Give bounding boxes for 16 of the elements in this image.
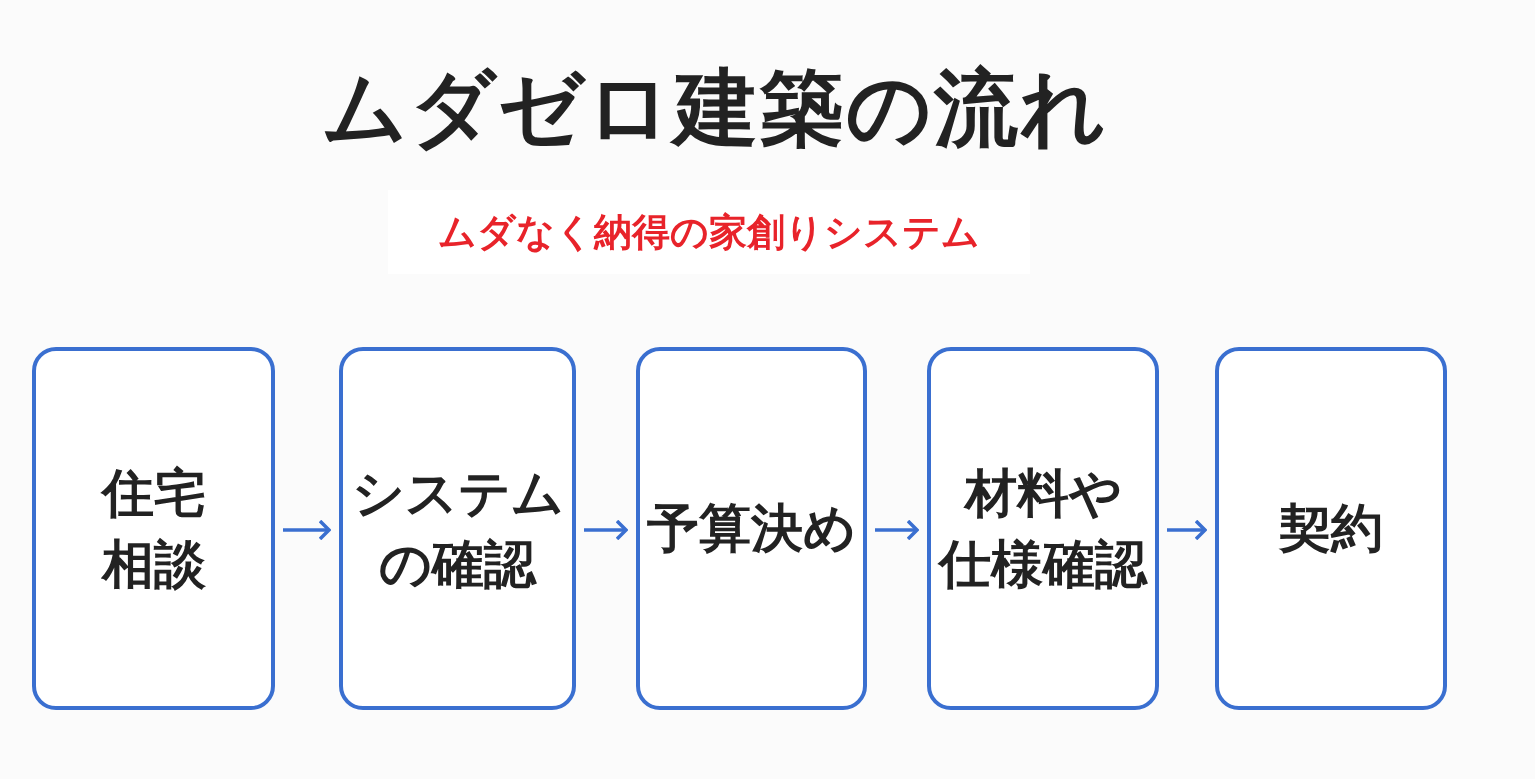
title: ムダゼロ建築の流れ <box>321 58 1109 159</box>
arrow <box>1167 519 1207 541</box>
step-box <box>32 347 275 710</box>
step-label: 材料や仕様確認 <box>939 462 1147 596</box>
step-label: 契約 <box>1279 497 1383 561</box>
step-label: システムの確認 <box>351 462 564 596</box>
subtitle: ムダなく納得の家創りシステム <box>388 190 1030 274</box>
arrow <box>875 519 919 541</box>
step-label: 住宅相談 <box>101 462 206 596</box>
arrow <box>283 519 331 541</box>
step-box <box>1215 347 1447 710</box>
step-box <box>636 347 867 710</box>
step-box <box>339 347 576 710</box>
step-box <box>927 347 1159 710</box>
step-label: 予算決め <box>647 497 856 561</box>
arrow <box>584 519 628 541</box>
